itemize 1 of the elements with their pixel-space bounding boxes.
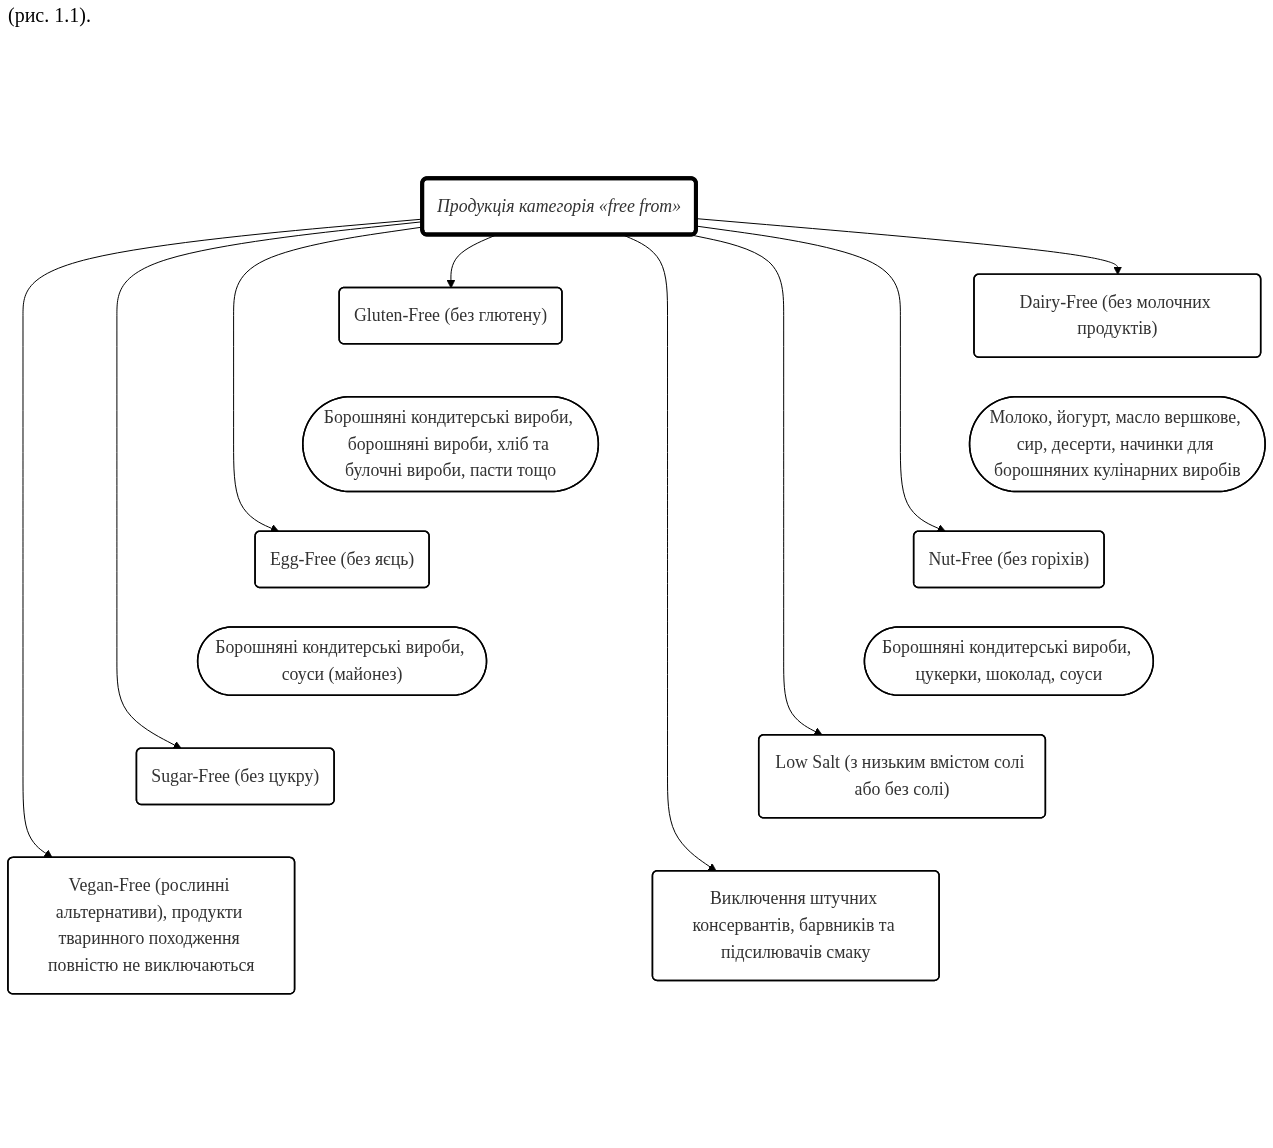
figure-reference: (рис. 1.1). — [8, 4, 91, 26]
